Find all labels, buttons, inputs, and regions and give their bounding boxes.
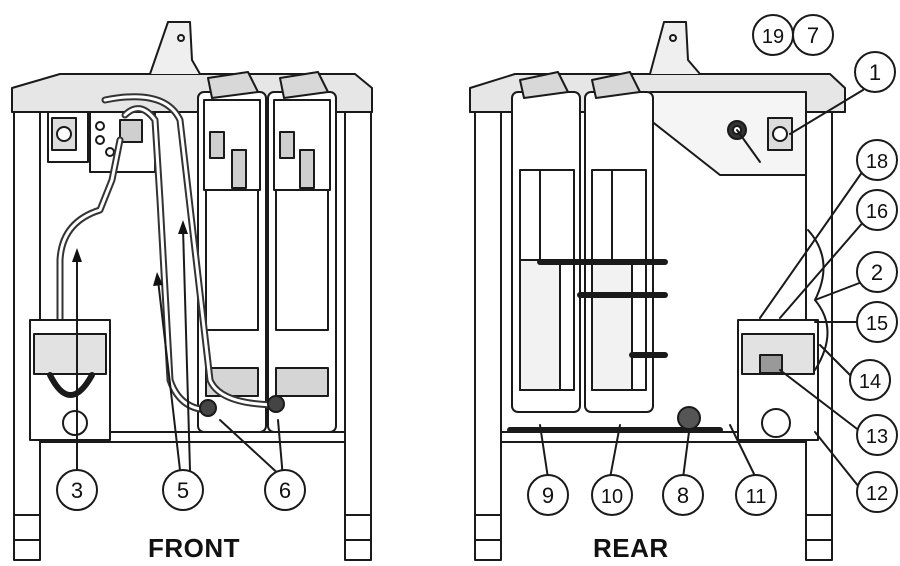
callouts: 3 5 6 19 7 1 18 16 — [56, 14, 898, 516]
front-view-label: FRONT — [148, 533, 241, 563]
rear-view — [469, 21, 866, 561]
callout-13: 13 — [856, 414, 898, 456]
svg-text:15: 15 — [866, 313, 888, 335]
svg-text:5: 5 — [177, 478, 189, 503]
front-filter-canister-left — [197, 71, 267, 433]
callout-1: 1 — [854, 51, 896, 93]
front-right-leg — [344, 111, 372, 561]
callout-16: 16 — [856, 189, 898, 231]
callout-5: 5 — [162, 469, 204, 511]
svg-text:8: 8 — [677, 483, 689, 508]
svg-text:14: 14 — [859, 371, 881, 393]
svg-text:19: 19 — [762, 26, 784, 48]
callout-3: 3 — [56, 469, 98, 511]
callout-15: 15 — [856, 301, 898, 343]
callout-19: 19 — [752, 14, 794, 56]
callout-10: 10 — [591, 474, 633, 516]
rear-top-bracket — [649, 21, 701, 75]
callout-9: 9 — [527, 474, 569, 516]
rear-filter-canister-right — [584, 71, 654, 413]
svg-text:18: 18 — [866, 151, 888, 173]
callout-7: 7 — [792, 14, 834, 56]
rear-left-leg — [474, 111, 502, 561]
svg-text:6: 6 — [279, 478, 291, 503]
callout-18: 18 — [856, 139, 898, 181]
front-cabinet — [39, 111, 346, 443]
front-filter-canister-right — [267, 71, 337, 433]
rear-view-label: REAR — [593, 533, 669, 563]
callout-8: 8 — [662, 474, 704, 516]
callout-2: 2 — [856, 251, 898, 293]
svg-text:11: 11 — [746, 486, 767, 508]
svg-text:10: 10 — [601, 486, 623, 508]
callout-6: 6 — [264, 469, 306, 511]
rear-filter-canister-left — [511, 71, 581, 413]
svg-text:12: 12 — [866, 483, 888, 505]
svg-text:7: 7 — [807, 23, 819, 48]
svg-text:16: 16 — [866, 201, 888, 223]
svg-text:3: 3 — [71, 478, 83, 503]
callout-12: 12 — [856, 471, 898, 513]
svg-text:13: 13 — [866, 426, 888, 448]
front-view — [11, 21, 373, 561]
svg-text:2: 2 — [871, 260, 883, 285]
front-control-plate — [47, 111, 89, 163]
front-top-bracket — [149, 21, 201, 75]
svg-text:1: 1 — [869, 60, 881, 85]
callout-11: 11 — [735, 474, 777, 516]
callout-14: 14 — [849, 359, 891, 401]
svg-text:9: 9 — [542, 483, 554, 508]
